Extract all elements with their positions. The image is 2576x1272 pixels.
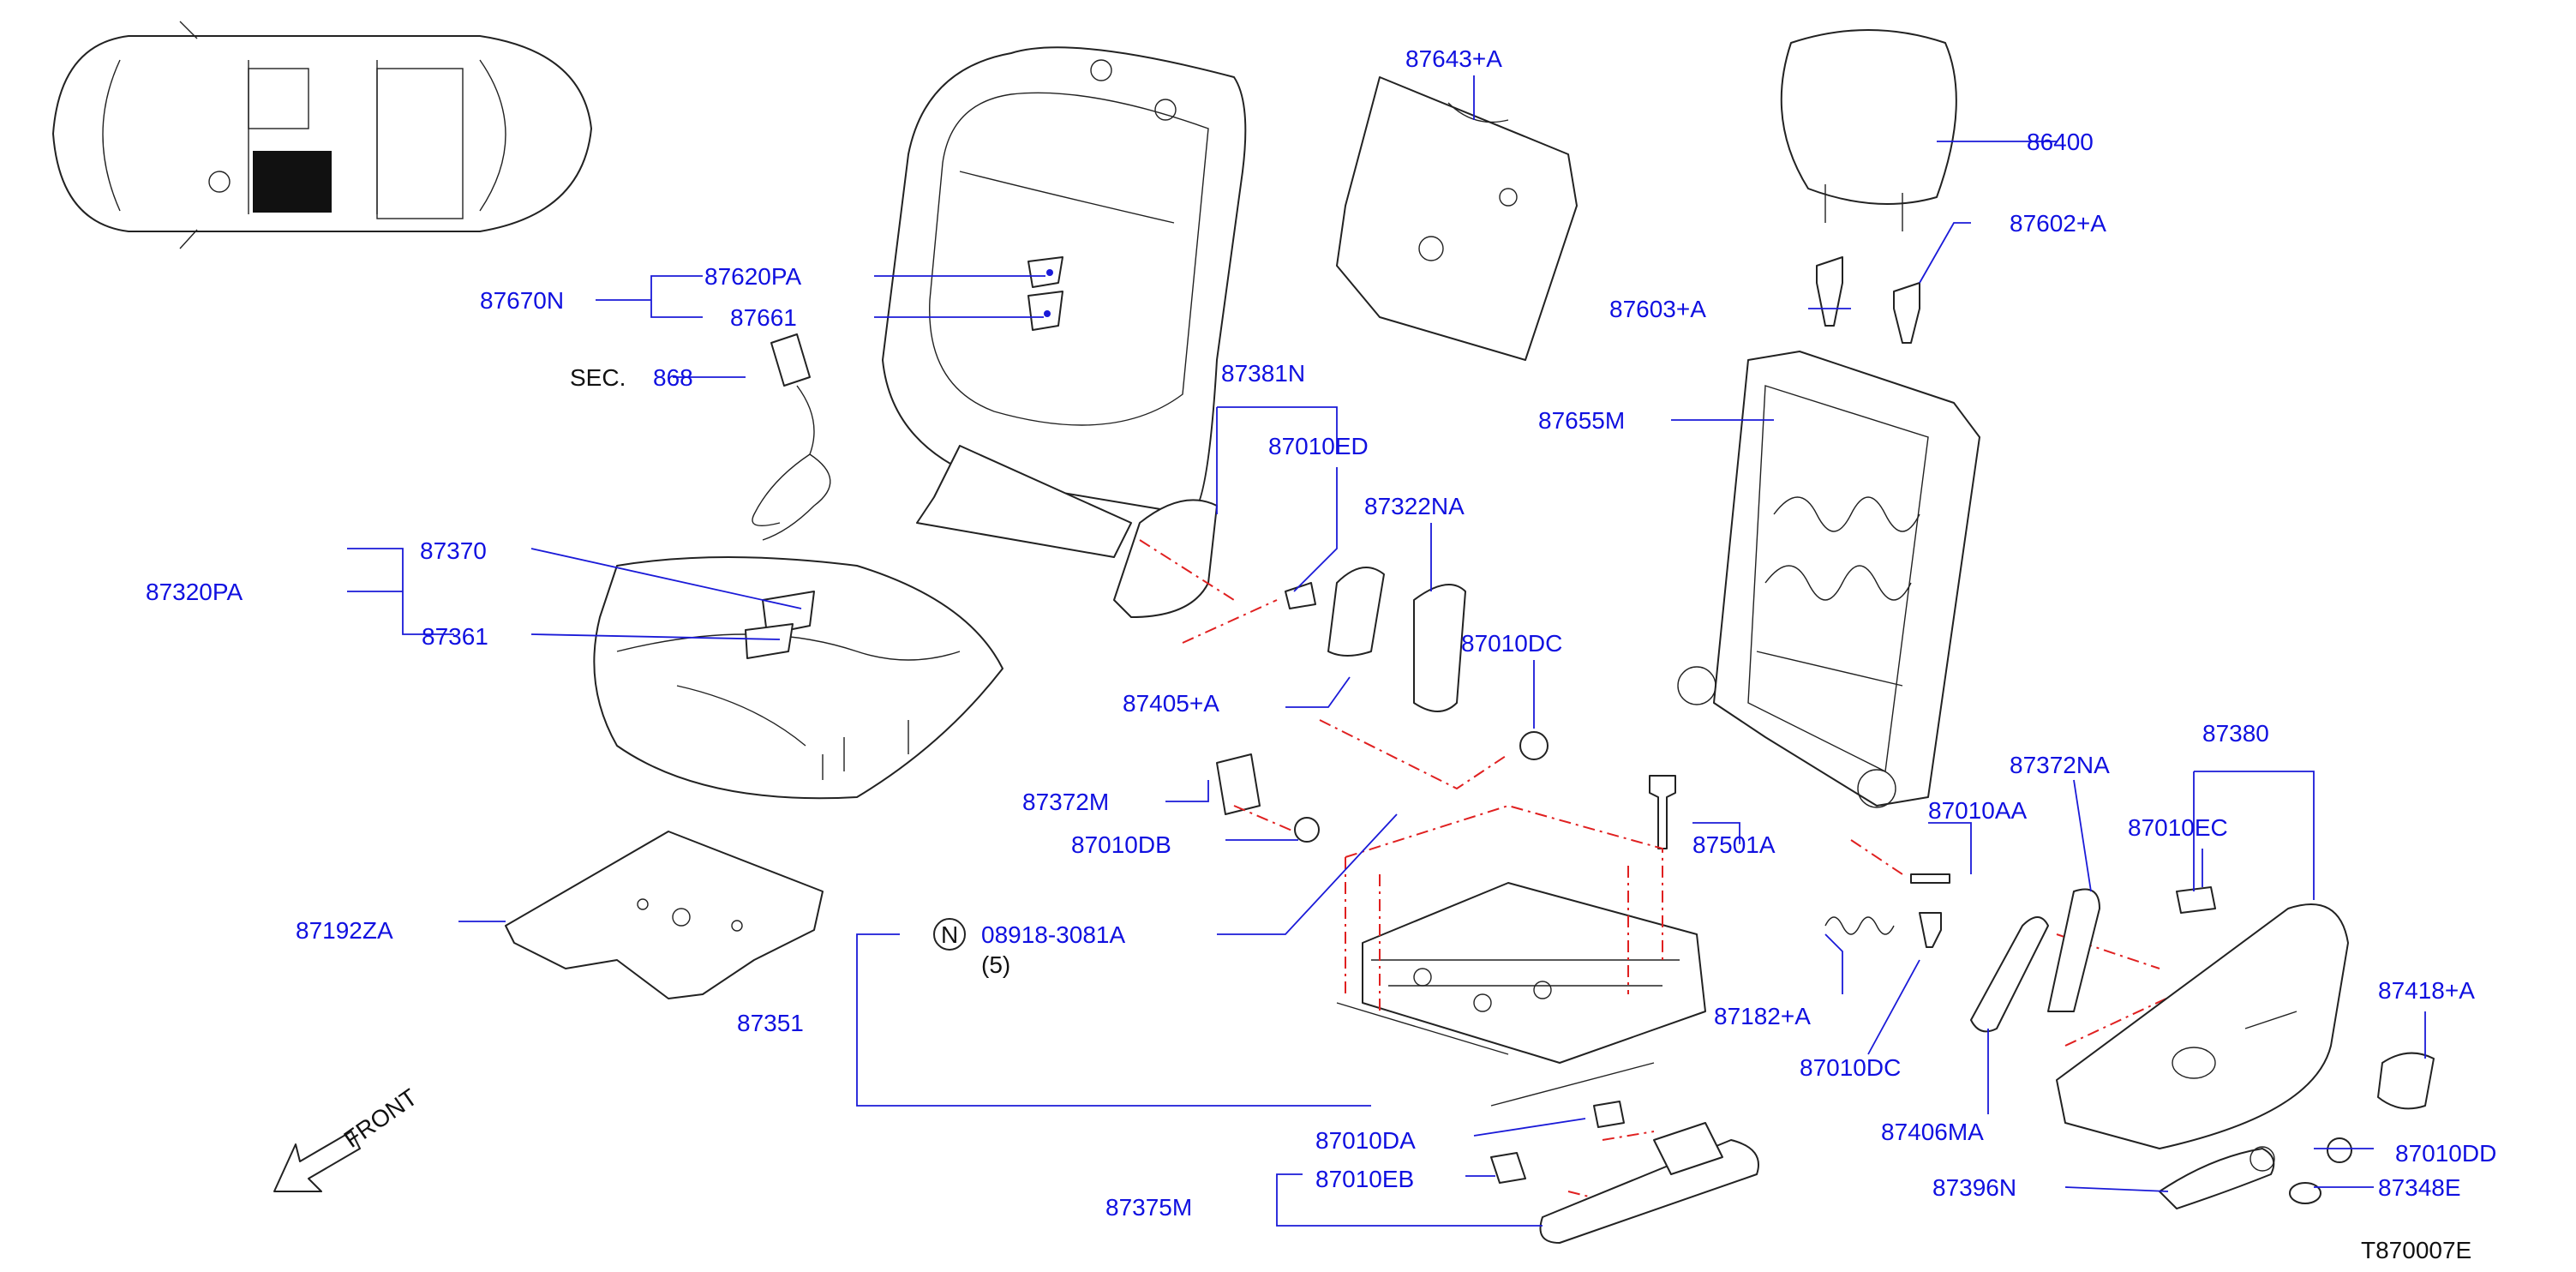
dashed-assembly <box>1139 539 2195 1209</box>
seat-cushion <box>593 556 1003 800</box>
bolt-87501A <box>1649 775 1676 849</box>
back-board <box>1336 76 1578 361</box>
label-87010DA[interactable]: 87010DA <box>1315 1127 1416 1154</box>
clip-87010ED <box>1285 582 1316 609</box>
label-87655M[interactable]: 87655M <box>1538 407 1625 434</box>
label-87182A[interactable]: 87182+A <box>1714 1003 1811 1029</box>
seat-location-highlight <box>253 151 332 213</box>
bolt-87010DA <box>1593 1101 1625 1128</box>
label-87661[interactable]: 87661 <box>730 304 797 331</box>
headrest-guides <box>1816 256 1920 344</box>
label-87380[interactable]: 87380 <box>2202 720 2269 747</box>
label-87348E[interactable]: 87348E <box>2378 1174 2461 1201</box>
seat-pad <box>505 831 824 999</box>
screw-87010DC-a <box>1519 731 1549 760</box>
label-87010DC-b[interactable]: 87010DC <box>1800 1054 1901 1081</box>
label-87010EB[interactable]: 87010EB <box>1315 1166 1414 1192</box>
seat-belt-buckle <box>752 333 831 541</box>
seat-adjuster <box>1336 882 1706 1107</box>
label-87010DB[interactable]: 87010DB <box>1071 831 1171 858</box>
label-87418A[interactable]: 87418+A <box>2378 977 2475 1004</box>
label-87320PA[interactable]: 87320PA <box>146 579 243 605</box>
front-arrow-icon <box>273 1131 361 1192</box>
bracket-87372NA <box>2047 888 2100 1012</box>
label-87670N[interactable]: 87670N <box>480 287 564 314</box>
label-87602A[interactable]: 87602+A <box>2010 210 2106 237</box>
label-87372M[interactable]: 87372M <box>1022 789 1109 815</box>
diagram-code: T870007E <box>2361 1237 2471 1263</box>
label-87406MA[interactable]: 87406MA <box>1881 1119 1984 1145</box>
clip-87010EB <box>1490 1152 1526 1184</box>
label-87372NA[interactable]: 87372NA <box>2010 752 2110 778</box>
label-87603A[interactable]: 87603+A <box>1609 296 1706 322</box>
seat-back-frame <box>1677 351 1980 808</box>
note-qty: (5) <box>981 951 1010 978</box>
knob-87418A <box>2377 1052 2435 1110</box>
cap-87348E <box>2289 1182 2321 1204</box>
side-finisher-87380 <box>2056 903 2349 1149</box>
screw-87010AA <box>1910 873 1950 884</box>
screw-87010DB <box>1294 817 1320 843</box>
side-cover-87322NA <box>1327 567 1466 712</box>
seat-back-trim <box>882 46 1247 558</box>
clip-87010EC <box>2176 886 2216 914</box>
label-87351[interactable]: 87351 <box>737 1010 804 1036</box>
screw-87010DC-b <box>1919 912 1942 948</box>
side-cover-87381N <box>1113 499 1218 618</box>
label-87381N[interactable]: 87381N <box>1221 360 1305 387</box>
label-87010AA[interactable]: 87010AA <box>1928 797 2028 824</box>
section-number[interactable]: 868 <box>653 364 693 391</box>
label-87375M[interactable]: 87375M <box>1105 1194 1192 1221</box>
rail-cover-87375M <box>1539 1122 1759 1244</box>
lever-87396N <box>2159 1146 2275 1209</box>
label-87620PA[interactable]: 87620PA <box>704 263 801 290</box>
label-87010ED[interactable]: 87010ED <box>1268 433 1369 459</box>
car-locator <box>52 21 592 249</box>
label-87010DC-a[interactable]: 87010DC <box>1461 630 1562 657</box>
leader-lines <box>347 75 2426 1227</box>
label-87192ZA[interactable]: 87192ZA <box>296 917 393 944</box>
label-87361[interactable]: 87361 <box>422 623 488 650</box>
front-label: FRONT <box>339 1083 422 1153</box>
bracket-87372M <box>1216 753 1261 815</box>
cover-87406MA <box>1970 916 2049 1033</box>
note-badge: N <box>933 918 966 951</box>
note-symbol: N <box>941 921 958 948</box>
label-08918-3081A[interactable]: 08918-3081A <box>981 921 1125 948</box>
label-86400[interactable]: 86400 <box>2027 129 2094 155</box>
label-87501A[interactable]: 87501A <box>1692 831 1776 858</box>
spring-87182A <box>1824 916 1895 935</box>
label-87396N[interactable]: 87396N <box>1932 1174 2016 1201</box>
label-87010EC[interactable]: 87010EC <box>2128 814 2228 841</box>
screw-87010DD <box>2327 1137 2352 1163</box>
section-prefix: SEC. <box>570 364 626 391</box>
headrest <box>1780 29 1957 231</box>
label-87370[interactable]: 87370 <box>420 537 487 564</box>
label-87643A[interactable]: 87643+A <box>1405 45 1502 72</box>
label-87322NA[interactable]: 87322NA <box>1364 493 1465 519</box>
label-87010DD[interactable]: 87010DD <box>2395 1140 2496 1167</box>
label-87405A[interactable]: 87405+A <box>1123 690 1219 717</box>
